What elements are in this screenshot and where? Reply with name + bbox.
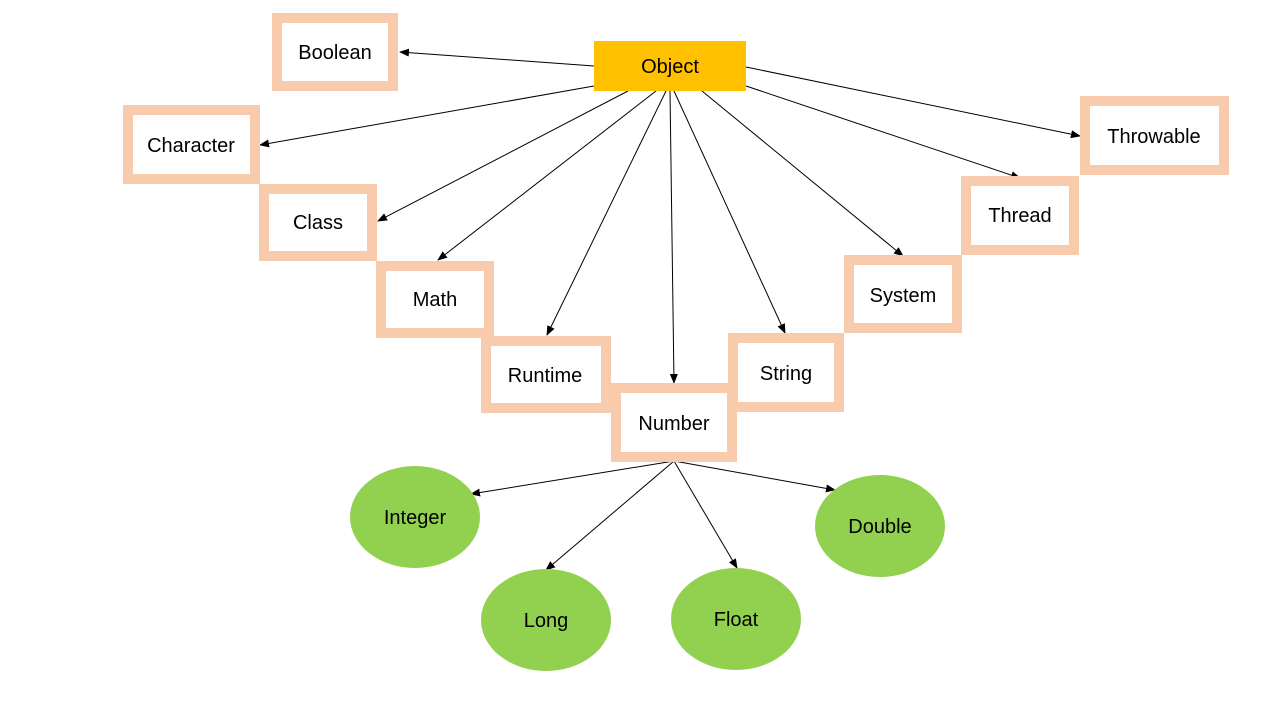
node-character: Character xyxy=(123,105,260,184)
edge-number-long xyxy=(545,460,675,571)
node-long: Long xyxy=(481,569,611,671)
node-math-label: Math xyxy=(413,289,457,311)
node-thread: Thread xyxy=(961,176,1079,255)
node-thread-label: Thread xyxy=(988,205,1051,227)
node-double-label: Double xyxy=(848,516,911,538)
node-float-label: Float xyxy=(714,609,759,631)
edge-object-throwable xyxy=(745,66,1081,139)
node-boolean: Boolean xyxy=(272,13,398,91)
node-double: Double xyxy=(815,475,945,577)
edge-number-integer xyxy=(470,460,675,497)
node-throwable: Throwable xyxy=(1080,96,1229,175)
edge-object-thread xyxy=(745,85,1021,179)
edge-number-float xyxy=(673,460,738,569)
edge-object-math xyxy=(437,90,657,261)
node-number-label: Number xyxy=(638,413,709,435)
edge-object-class xyxy=(377,90,629,222)
node-class-label: Class xyxy=(293,212,343,234)
edge-object-boolean xyxy=(399,48,595,67)
edge-object-character xyxy=(259,85,595,148)
node-object: Object xyxy=(594,41,746,91)
edges-from-number xyxy=(470,460,836,571)
edges-from-object xyxy=(259,48,1081,384)
edge-object-string xyxy=(673,90,786,334)
node-string: String xyxy=(728,333,844,412)
node-long-label: Long xyxy=(524,610,569,632)
edge-object-runtime xyxy=(546,90,667,336)
edge-number-double xyxy=(673,460,836,493)
node-throwable-label: Throwable xyxy=(1107,126,1200,148)
node-character-label: Character xyxy=(147,135,235,157)
node-integer: Integer xyxy=(350,466,480,568)
node-float: Float xyxy=(671,568,801,670)
node-integer-label: Integer xyxy=(384,507,447,529)
edge-object-number xyxy=(669,90,678,384)
node-system-label: System xyxy=(870,285,937,307)
node-runtime-label: Runtime xyxy=(508,365,582,387)
node-math: Math xyxy=(376,261,494,338)
node-object-label: Object xyxy=(641,56,699,78)
node-runtime: Runtime xyxy=(481,336,611,413)
node-system: System xyxy=(844,255,962,333)
node-boolean-label: Boolean xyxy=(298,42,371,64)
edge-object-system xyxy=(701,90,904,257)
node-string-label: String xyxy=(760,363,812,385)
node-number: Number xyxy=(611,383,737,462)
node-class: Class xyxy=(259,184,377,261)
